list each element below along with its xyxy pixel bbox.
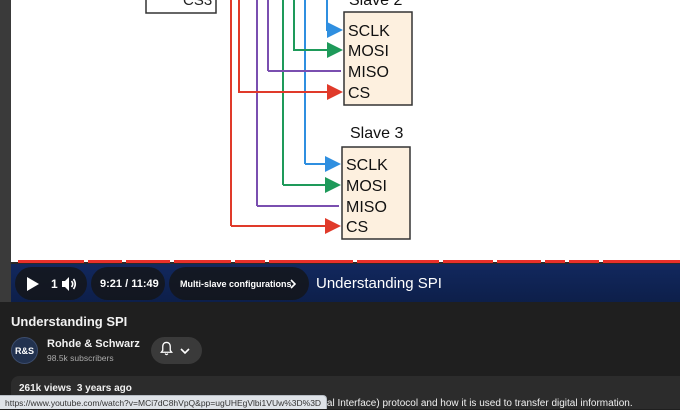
slave2-box: Slave 2 SCLK MOSI MISO CS [343,0,413,106]
slave2-sclk-wire [326,0,343,38]
slave3-pin-sclk: SCLK [346,157,388,174]
time-display: 9:21 / 11:49 [100,276,159,292]
video-frame[interactable]: CS3 Slave 2 SCLK MOSI [11,0,680,262]
channel-name[interactable]: Rohde & Schwarz [47,338,140,350]
slave3-pin-mosi: MOSI [346,178,387,195]
play-icon[interactable] [25,275,41,293]
chevron-right-icon [288,276,298,292]
player-controls: 1 9:21 / 11:49 Multi-slave configuration… [11,266,680,302]
slave2-mosi-wire [293,0,343,58]
player-left-edge [0,0,11,302]
spi-diagram: CS3 Slave 2 SCLK MOSI [145,0,413,240]
slave2-title: Slave 2 [349,0,402,9]
slave3-pin-miso: MISO [346,199,387,216]
view-count: 261k views [19,383,72,394]
chapter-label: Multi-slave configurations [180,279,292,289]
time-separator: / [122,278,132,290]
slave2-pin-cs: CS [348,85,370,102]
slave3-box: Slave 3 SCLK MOSI MISO CS [341,125,411,240]
subscribed-notifications-button[interactable] [151,337,202,364]
volume-icon[interactable] [60,274,78,294]
video-title: Understanding SPI [11,314,128,329]
chapter-button[interactable] [169,267,309,300]
master-box-partial: CS3 [145,0,217,14]
slave2-pin-miso: MISO [348,64,389,81]
slave2-cs-wire [238,0,343,100]
channel-avatar[interactable]: R&S [11,337,38,364]
slave2-pin-mosi: MOSI [348,43,389,60]
time-total: 11:49 [131,278,159,290]
slave2-pin-sclk: SCLK [348,23,390,40]
status-url-tooltip: https://www.youtube.com/watch?v=MCi7dC8h… [0,395,328,409]
video-caption-title: Understanding SPI [316,275,442,292]
bell-icon [159,341,174,361]
upload-age: 3 years ago [76,383,132,394]
description-snippet: eral Interface) protocol and how it is u… [318,398,633,409]
view-stats: 261k views 3 years ago [19,383,132,394]
subscriber-count: 98.5k subscribers [47,353,114,363]
slave3-title: Slave 3 [350,125,403,142]
master-cs3-label: CS3 [183,0,212,9]
time-current: 9:21 [100,278,123,290]
time-pill [91,267,165,300]
progress-bar[interactable] [18,260,680,264]
slave3-pin-cs: CS [346,219,368,236]
next-partial-label: 1 [51,277,58,291]
video-player[interactable]: CS3 Slave 2 SCLK MOSI [0,0,680,302]
chevron-down-icon [180,342,190,360]
